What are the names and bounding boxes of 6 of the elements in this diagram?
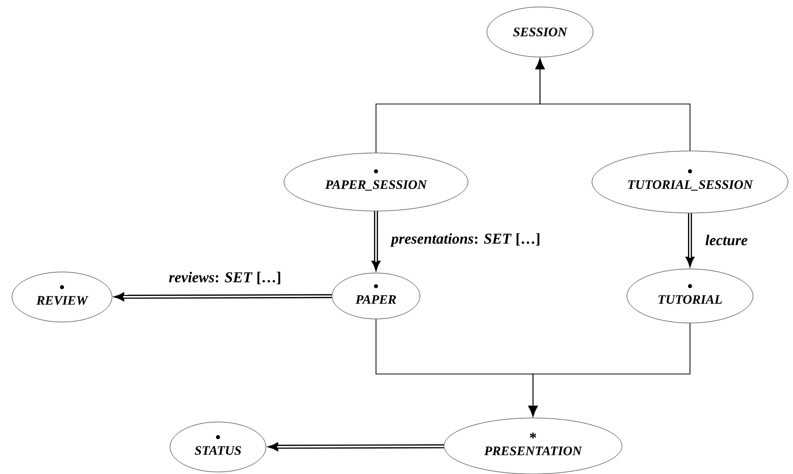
- edge-label: lecture: [704, 234, 749, 246]
- edge-label: reviews: SET […]: [168, 270, 282, 286]
- arrow: [269, 442, 444, 451]
- edge-label: presentations: SET […]: [390, 232, 542, 248]
- arrow: [535, 58, 690, 152]
- arrow: [528, 322, 690, 417]
